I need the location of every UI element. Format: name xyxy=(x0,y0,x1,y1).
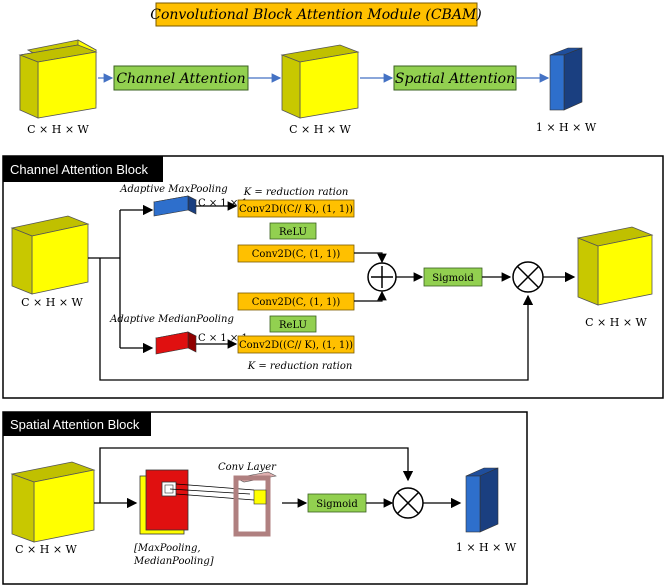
title-box: Convolutional Block Attention Module (CB… xyxy=(150,2,482,27)
pooled-feature-maps xyxy=(139,469,189,535)
channel-multiply-operator xyxy=(512,261,544,293)
overview-input-cube xyxy=(18,39,98,119)
spatial-attention-box: Spatial Attention xyxy=(393,65,517,91)
channel-output-cube xyxy=(576,226,654,306)
overview-mid-cube xyxy=(280,44,360,119)
bottom-conv2-label: Conv2D((C// K), (1, 1)) xyxy=(239,340,353,351)
page-title: Convolutional Block Attention Module (CB… xyxy=(150,7,482,23)
channel-block-header-bg xyxy=(3,156,163,182)
reduction-top-label: K = reduction ration xyxy=(243,187,349,198)
channel-attention-label: Channel Attention xyxy=(116,71,245,87)
spatial-output-label: 1 × H × W xyxy=(456,541,517,554)
channel-attention-box: Channel Attention xyxy=(113,65,249,91)
top-conv2-label: Conv2D(C, (1, 1)) xyxy=(252,249,341,260)
spatial-attention-label: Spatial Attention xyxy=(395,71,515,87)
median-pool-block xyxy=(155,331,197,355)
conv-layer-label: Conv Layer xyxy=(218,462,277,473)
spatial-input-label: C × H × W xyxy=(15,543,77,556)
max-pool-label: Adaptive MaxPooling xyxy=(119,184,227,195)
pool-dims-top: C × 1 × 1 xyxy=(198,198,248,209)
sum-operator xyxy=(367,262,397,292)
bottom-relu-label: ReLU xyxy=(279,320,307,331)
pooling-label-1: [MaxPooling, xyxy=(134,543,201,554)
channel-block-header: Channel Attention Block xyxy=(10,162,149,177)
overview-mid-label: C × H × W xyxy=(289,123,351,136)
spatial-output-block xyxy=(465,467,499,533)
max-pool-block xyxy=(153,195,197,217)
conv-layer-frame xyxy=(233,471,277,537)
spatial-input-cube xyxy=(10,461,96,543)
overview-output-block xyxy=(549,47,583,111)
top-relu-label: ReLU xyxy=(279,227,307,238)
top-conv1-box xyxy=(237,199,355,218)
bottom-conv1-label: Conv2D(C, (1, 1)) xyxy=(252,297,341,308)
spatial-block-header-bg xyxy=(3,412,151,436)
bottom-conv2-box xyxy=(237,335,355,354)
channel-output-label: C × H × W xyxy=(585,316,647,329)
channel-block-frame xyxy=(2,155,664,399)
top-conv1-label: Conv2D((C// K), (1, 1)) xyxy=(239,204,353,215)
channel-sigmoid-label: Sigmoid xyxy=(432,273,474,284)
top-relu-box xyxy=(269,222,317,240)
overview-output-label: 1 × H × W xyxy=(536,121,597,134)
pool-dims-bottom: C × 1 × 1 xyxy=(198,333,248,344)
overview-input-label: C × H × W xyxy=(27,123,89,136)
pooling-label-2: MedianPooling] xyxy=(133,556,214,567)
median-pool-label: Adaptive MedianPooling xyxy=(109,314,234,325)
spatial-sigmoid-label: Sigmoid xyxy=(316,499,358,510)
spatial-block-frame xyxy=(2,411,528,585)
reduction-bottom-label: K = reduction ration xyxy=(247,361,353,372)
spatial-multiply-operator xyxy=(392,487,424,519)
spatial-block-header: Spatial Attention Block xyxy=(10,417,140,432)
bottom-relu-box xyxy=(269,315,317,333)
channel-input-label: C × H × W xyxy=(21,296,83,309)
channel-input-cube xyxy=(10,215,90,295)
